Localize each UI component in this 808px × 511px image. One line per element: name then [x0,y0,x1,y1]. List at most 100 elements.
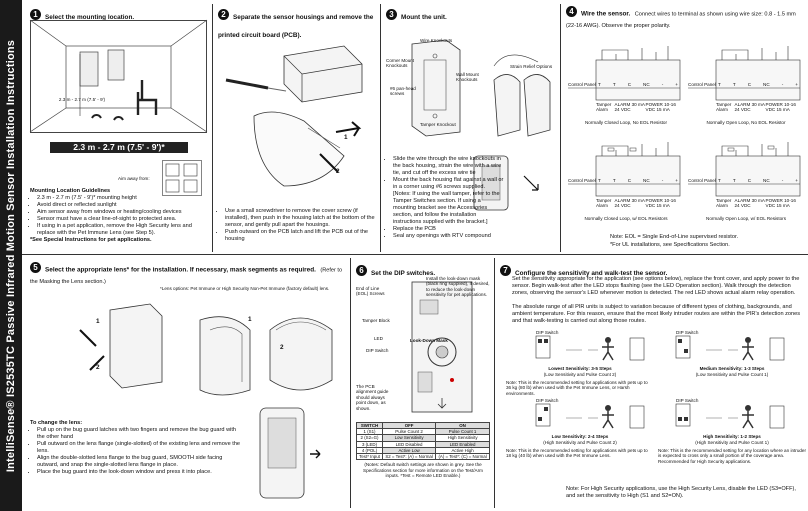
step5-arrow-label: 2 [96,364,100,371]
step3-title: Mount the unit. [401,14,447,21]
dip-switch-label: DIP Switch [536,330,559,335]
step5-illustration [79,303,333,396]
step3-instructions: Slide the wire through the wire knockout… [386,156,504,240]
step2-instructions: Use a small screwdriver to remove the co… [218,208,376,243]
table-cell: (A) = Test*: (C) = Normal [435,452,490,461]
table-cell: Active Low [382,446,437,455]
step7-number: 7 [500,265,511,277]
terminal-label: T [612,82,616,87]
control-panel-label: Control Panel [568,178,596,183]
terminal-label: + [795,178,798,183]
sensitivity-illustration [535,335,645,361]
dip-switch-table: SWITCH OFF ON 1 (S1) Pulse Count 2 Pulse… [355,421,490,479]
step1-title: Select the mounting location. [45,14,135,21]
step5-subnote: *Lens options: Pet Immune or High Securi… [160,286,330,291]
col-divider-4 [350,258,351,508]
terminal-label: T [732,178,736,183]
step6-lookdown-mask-label: Look-Down Mask [410,338,448,343]
step5-header: 5 Select the appropriate lens* for the in… [30,262,346,286]
wiring-schematic [688,46,801,101]
terminal-label: C [627,82,632,87]
step7-para1: Set the sensitivity appropriate for the … [512,276,800,296]
option-sub: (Low Sensitivity and Pulse Count 1) [695,372,769,377]
step6-title: Set the DIP switches. [371,270,436,277]
table-cell: S2 = Test*: (A) = Normal [382,452,437,461]
table-cell: Active High [435,446,490,455]
step5-instructions: To change the lens: Pull up on the bug g… [30,420,244,476]
bottom-label: ALARM 30 mA 24 VDC [734,198,765,209]
control-panel-label: Control Panel [688,178,716,183]
table-cell: Pulse Count 2 [382,428,437,436]
col-divider-3 [560,4,561,252]
terminal-label: T [718,178,721,183]
document-sidebar: IntelliSense® IS2535TC Passive Infrared … [0,0,22,511]
step5-title: Select the appropriate lens* for the ins… [45,266,316,274]
sensitivity-option: DIP Switch High Sensitivity: 1-2 Steps (… [658,398,806,480]
bottom-label: POWER 10-16 VDC 15 mA [765,102,796,113]
step3-number: 3 [386,9,397,21]
step6-footnote: (Notes: Default switch settings are show… [363,462,483,479]
wiring-caption: Normally Open Loop, No EOL Resistor [706,120,786,125]
bottom-label: Tamper Alarm [716,198,732,209]
step3-illustration [411,39,551,211]
step2-bullet: Use a small screwdriver to remove the co… [225,208,376,229]
bottom-label: Tamper Alarm [716,102,732,113]
step5-bullet: Place the bug guard into the look-down w… [37,469,244,476]
step5-title-rest: (Refer to the Masking the Lens section.) [30,267,343,285]
table-row: Test* Input S2 = Test*: (A) = Normal (A)… [355,452,490,461]
step2-title: Separate the sensor housings and remove … [218,14,374,39]
table-row: 4 (POL) Active Low Active High [355,446,490,455]
step6-led-label: LED [374,336,383,341]
step2-bullet: Push outward on the PCB latch and lift t… [225,229,376,243]
terminal-label: NC [643,82,650,87]
step3-strain-label: Strain Relief Options [510,64,553,69]
table-header: OFF [382,421,437,430]
step3-tamper-label: Tamper Knockout [420,122,456,127]
terminal-label: C [627,178,632,183]
sensitivity-option: DIP Switch Low Sensitivity: 2-4 Steps (H… [506,398,654,480]
option-note: Note: This is the recommended setting fo… [658,448,807,464]
terminal-label: + [675,82,678,87]
step3-bullet: Slide the wire through the wire knockout… [393,156,504,177]
terminal-label: NC [763,82,770,87]
step6-eol-label: End of Line (EOL) Screws [356,286,385,297]
guidelines-note: *See Special Instructions for pet applic… [30,237,152,243]
step4-title-rest: Connect wires to terminal as shown using… [566,11,796,29]
table-cell: High Sensitivity [435,434,490,442]
col-divider-5 [494,258,495,508]
guideline-item: Aim sensor away from windows or heating/… [37,209,210,216]
dip-switch-label: DIP Switch [536,398,559,403]
table-header: ON [435,421,490,430]
step2-arrow-label-2: 2 [336,168,340,175]
step5-bullet: Align the double-slotted lens flange to … [37,455,244,469]
sensitivity-illustration [675,335,785,361]
table-cell: LED Disabled [382,440,437,448]
step4-note: Note: EOL = Single End-of-Line supervise… [610,234,739,240]
step4-title: Wire the sensor. [581,10,631,18]
option-sub: (High Sensitivity and Pulse Count 1) [695,440,769,445]
terminal-label: C [747,178,752,183]
table-row: 2 (S2=G) Low Sensitivity High Sensitivit… [355,434,490,442]
option-sub: (Low Sensitivity and Pulse Count 2) [543,372,617,377]
row-divider [22,254,808,255]
warning-icons [162,160,202,196]
table-header-row: SWITCH OFF ON [355,421,490,430]
wiring-schematic [688,142,801,197]
sensitivity-option: DIP Switch Medium Sensitivity: 1-3 Steps… [658,330,806,412]
change-lens-title: To change the lens: [30,420,83,426]
step5-number: 5 [30,262,41,273]
step1-aim-away: Aim away from: [118,176,150,181]
option-note: Note: This is the recommended setting fo… [506,448,648,459]
step6-number: 6 [356,265,367,277]
bottom-label: Tamper Alarm [596,102,612,113]
step7-para2: The absolute range of all PIR units is s… [512,304,801,324]
